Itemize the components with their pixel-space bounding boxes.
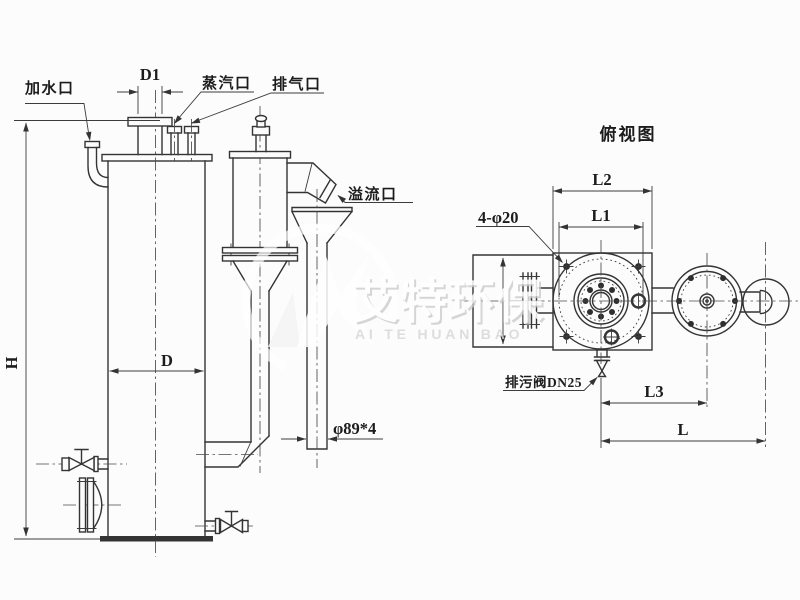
dim-l2-label: L2 [592,170,611,189]
vent-port-label: 排气口 [272,75,322,93]
dim-l3-label: L3 [644,382,663,401]
drain-valve-label: 排污阀DN25 [505,374,582,390]
dim-l2 [552,186,653,249]
return-pipe-elbow [196,435,270,468]
steam-port-label: 蒸汽口 [202,74,252,92]
watermark: 艾特环保 艾特环保 AI TE HUAN BAO [241,223,546,381]
drain-valve [593,349,611,378]
side-port-bottom [603,328,620,346]
watermark-en-text: AI TE HUAN BAO [355,326,523,342]
watermark-swoosh [241,223,399,381]
water-inlet-pipe [84,140,109,188]
vent-nozzle [183,119,200,164]
dim-l3 [601,400,707,406]
dim-l-label: L [677,420,688,439]
dim-d-label: D [161,351,173,370]
side-valve-right [195,510,253,535]
steam-port-leader [174,91,254,124]
overflow-port-label: 溢流口 [348,185,398,203]
steam-port-arrow [174,115,182,124]
corner-holes-label: 4-φ20 [478,208,519,227]
vent-port-leader [191,92,324,124]
manhole-flange [63,477,124,533]
dim-l [601,438,766,444]
water-inlet-label: 加水口 [24,79,75,97]
top-view: 俯视图 [464,124,798,448]
dim-h-label: H [2,356,21,369]
drain-valve-arrow [589,377,598,386]
watermark-logo-triangle [297,256,341,347]
top-view-title: 俯视图 [600,124,657,144]
watermark-logo-triangle-small [268,292,300,347]
dim-d1-label: D1 [140,65,160,84]
vessel-base [100,536,213,542]
side-valve-left [36,448,127,473]
top-nozzle-d1 [117,86,183,156]
watermark-logo-k [337,254,374,347]
overflow-arrow [337,195,347,204]
watermark-cn-shadow: 艾特环保 [354,279,546,331]
dim-l1-label: L1 [591,206,610,225]
motor-end [739,278,790,326]
dim-pipe-spec [281,436,383,442]
vessel-shell [101,90,213,557]
overflow-spout [286,162,337,204]
watermark-cn-text: 艾特环保 [352,277,544,329]
vent-port-arrow [191,117,201,124]
steam-nozzle [166,119,183,164]
corner-holes-leader [476,226,563,263]
water-inlet-arrow [85,131,92,141]
water-inlet-leader [25,103,90,140]
corner-holes-arrow [554,254,563,263]
pipe-spec-label: φ89*4 [333,419,376,438]
top-view-centerlines [464,240,798,448]
dim-d [109,368,204,374]
dim-h [14,120,160,537]
